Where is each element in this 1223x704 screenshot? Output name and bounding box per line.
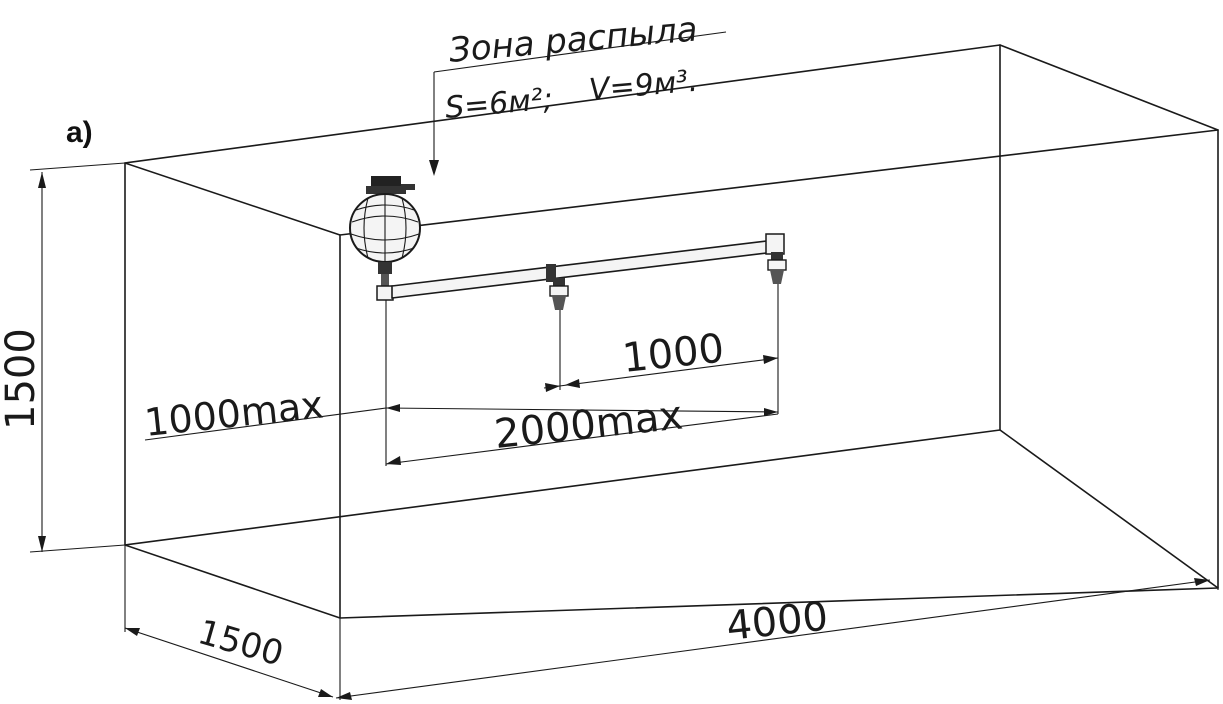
spray-zone-callout: Зона распыла S=6м²; V=9м³. bbox=[429, 9, 727, 176]
extension-lines bbox=[385, 284, 779, 466]
zone-title: Зона распыла bbox=[447, 9, 699, 71]
span-max-dimension: 2000max bbox=[385, 392, 779, 465]
offset-max-label: 1000max bbox=[142, 382, 325, 445]
zone-area: S=6м²; bbox=[444, 82, 555, 126]
height-dimension: 1500 bbox=[0, 162, 126, 553]
length-label: 4000 bbox=[724, 594, 830, 650]
pipe bbox=[391, 233, 785, 299]
spray-nozzle-icon bbox=[767, 252, 787, 284]
fire-extinguisher-module-icon bbox=[349, 176, 421, 301]
figure-label: а) bbox=[66, 116, 93, 149]
length-dimension: 4000 bbox=[335, 578, 1219, 700]
spray-nozzle-icon bbox=[549, 278, 569, 310]
height-label: 1500 bbox=[0, 328, 44, 430]
depth-dimension: 1500 bbox=[124, 545, 341, 700]
nozzle-spacing-label: 1000 bbox=[620, 326, 726, 382]
nozzle-spacing-dimension: 1000 bbox=[543, 326, 779, 392]
depth-label: 1500 bbox=[194, 612, 288, 674]
span-max-label: 2000max bbox=[492, 392, 685, 457]
zone-volume: V=9м³. bbox=[588, 64, 700, 108]
